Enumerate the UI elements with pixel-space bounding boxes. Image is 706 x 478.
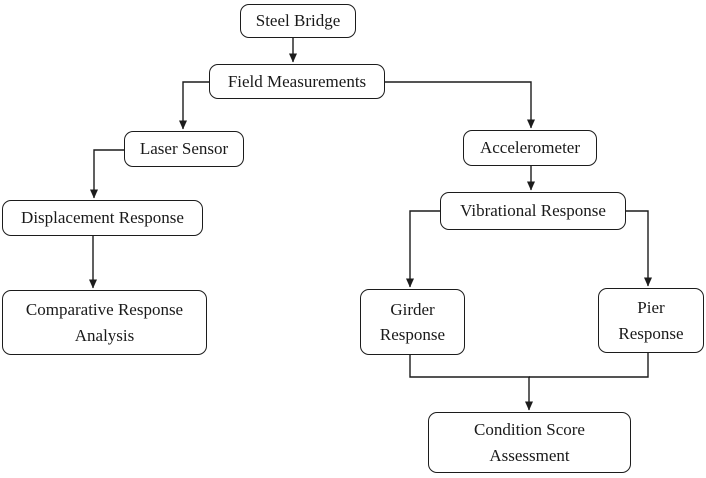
node-field-measurements: Field Measurements <box>209 64 385 99</box>
node-steel-bridge: Steel Bridge <box>240 4 356 38</box>
edge-vibrational-response-to-pier-response <box>626 210 652 287</box>
node-displacement-response: Displacement Response <box>2 200 203 236</box>
edge-pier-response-to-join <box>529 353 649 378</box>
node-laser-sensor: Laser Sensor <box>124 131 244 167</box>
node-pier-response: Pier Response <box>598 288 704 353</box>
edge-girder-response-to-join <box>409 355 530 378</box>
edge-field-measurements-to-accelerometer <box>385 81 535 129</box>
node-condition-score-assessment: Condition Score Assessment <box>428 412 631 473</box>
node-vibrational-response: Vibrational Response <box>440 192 626 230</box>
edge-vibrational-response-to-girder-response <box>406 210 440 288</box>
node-comparative-response-analysis: Comparative Response Analysis <box>2 290 207 355</box>
edge-laser-sensor-to-displacement-response <box>90 149 124 199</box>
node-accelerometer: Accelerometer <box>463 130 597 166</box>
node-girder-response: Girder Response <box>360 289 465 355</box>
edge-field-measurements-to-laser-sensor <box>179 81 209 130</box>
